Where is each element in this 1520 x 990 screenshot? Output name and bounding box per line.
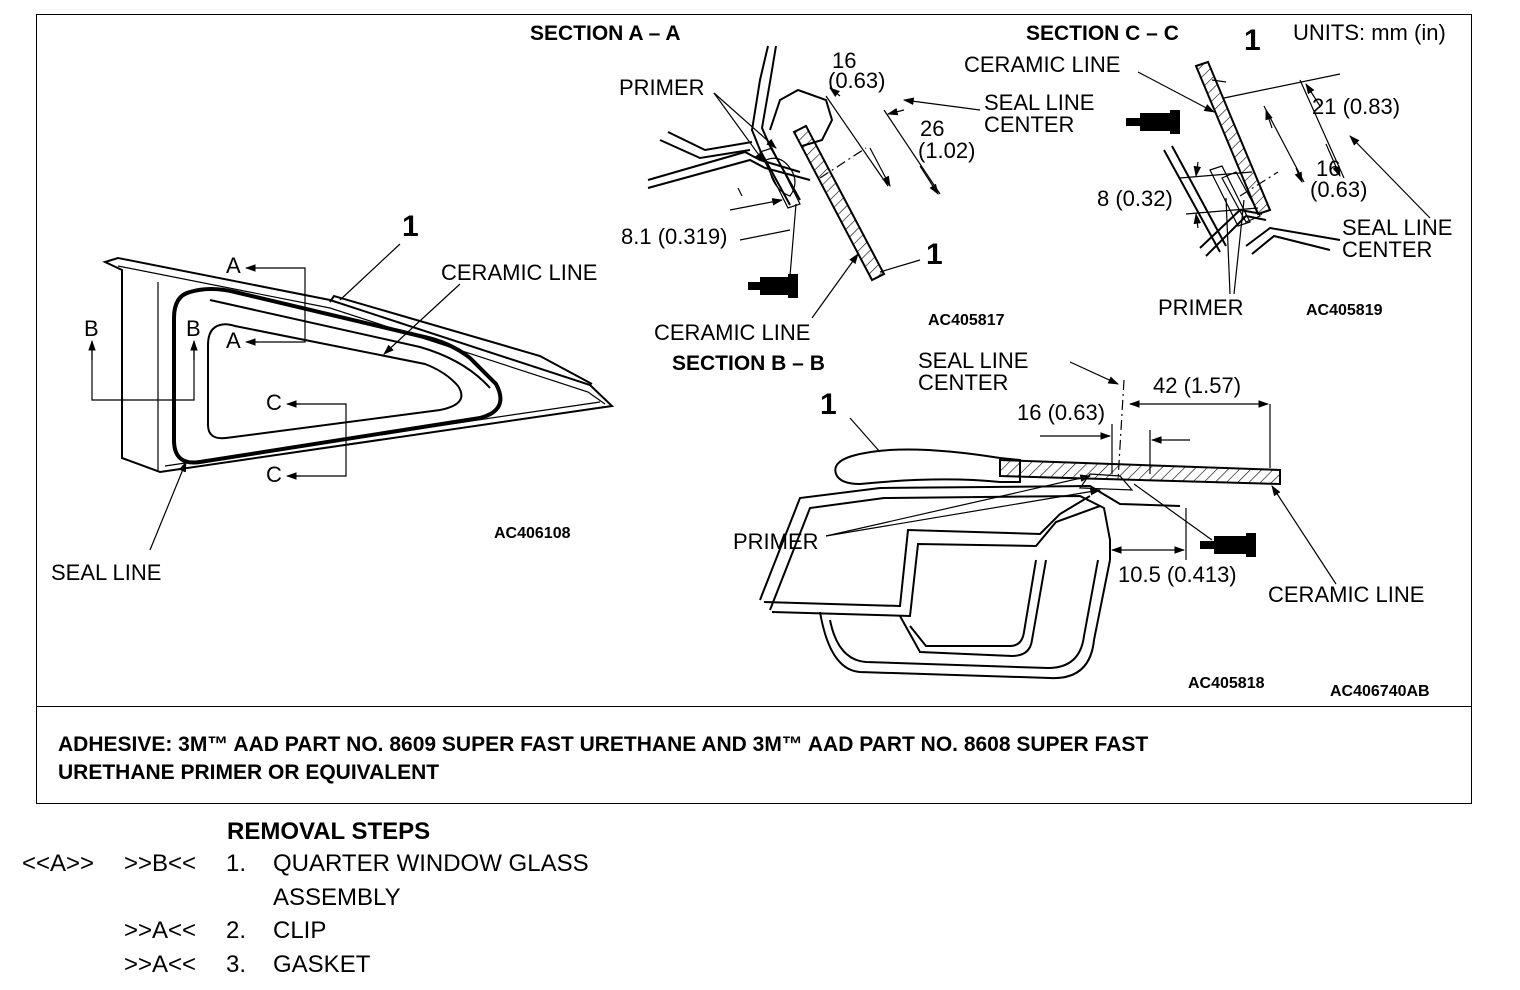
cut-label-c-bottom: C [266, 462, 282, 487]
cut-label-b-left: B [84, 316, 99, 341]
section-bb-part-1: 1 [820, 388, 837, 421]
removal-steps: REMOVAL STEPS <<A>> >>B<< 1. QUARTER WIN… [0, 812, 700, 982]
section-cc-dim-21: 21 (0.83) [1312, 94, 1400, 119]
section-bb-primer-label: PRIMER [733, 529, 819, 554]
removal-step-row: >>A<< 3. GASKET [0, 951, 700, 984]
section-cc-center-label: CENTER [1342, 237, 1432, 262]
section-bb: SECTION B – B SEAL LINE CENTER 42 (1.57)… [672, 348, 1430, 700]
step-text: GASKET [273, 951, 371, 978]
adhesive-note-line-1: ADHESIVE: 3M™ AAD PART NO. 8609 SUPER FA… [58, 733, 1149, 756]
removal-step-row: <<A>> >>B<< 1. QUARTER WINDOW GLASS [0, 850, 700, 883]
adhesive-note: ADHESIVE: 3M™ AAD PART NO. 8609 SUPER FA… [58, 731, 1448, 787]
section-aa-dim-26: 26 [920, 116, 944, 141]
section-cc-primer-label: PRIMER [1158, 295, 1244, 320]
section-cc-glass [1194, 60, 1272, 216]
section-aa-title: SECTION A – A [530, 22, 681, 45]
section-aa: SECTION A – A PRIMER 16 (0.63) 26 (1.02)… [530, 22, 1094, 345]
section-aa-seal-label: SEAL LINE [984, 90, 1094, 115]
section-aa-nozzle-icon [748, 274, 798, 298]
molding-top [329, 294, 593, 385]
step-number: 2. [226, 917, 247, 944]
ceramic-band [209, 299, 491, 389]
step-text: CLIP [273, 917, 327, 944]
section-aa-dim-81: 8.1 (0.319) [621, 224, 727, 249]
figure-code: AC406740AB [1330, 683, 1430, 700]
section-cc-dim-8: 8 (0.32) [1097, 186, 1173, 211]
frame-divider [36, 706, 1472, 707]
seal-line-loop [172, 287, 503, 465]
step-text: QUARTER WINDOW GLASS [273, 850, 589, 877]
removal-steps-title: REMOVAL STEPS [227, 818, 431, 845]
section-bb-title: SECTION B – B [672, 352, 825, 375]
section-bb-seal-label: SEAL LINE [918, 348, 1028, 373]
removal-step-row: ASSEMBLY [0, 884, 700, 917]
figure-frame [36, 14, 1472, 804]
step-text: ASSEMBLY [273, 884, 401, 911]
cut-marker-a [250, 267, 306, 343]
removal-step-row: >>A<< 2. CLIP [0, 917, 700, 950]
section-bb-center-label: CENTER [918, 370, 1008, 395]
step-tag-b: >>A<< [124, 917, 197, 944]
units-label: UNITS: mm (in) [1293, 20, 1446, 45]
section-cc-dim-16: 16 [1316, 156, 1340, 181]
ceramic-inner-opening [207, 323, 463, 440]
section-cc-dim-16-in: (0.63) [1310, 177, 1367, 202]
cut-label-a-top: A [226, 253, 241, 278]
section-cc: SECTION C – C UNITS: mm (in) 21 (0.83) 1… [964, 20, 1452, 320]
section-aa-ceramic-label: CERAMIC LINE [654, 320, 810, 345]
cut-label-a-bottom: A [226, 328, 241, 353]
step-number: 3. [226, 951, 247, 978]
section-bb-dim-16: 16 (0.63) [1017, 400, 1105, 425]
main-part-1-label: 1 [402, 210, 419, 243]
section-aa-center-label: CENTER [984, 112, 1074, 137]
cut-marker-c [292, 403, 347, 477]
step-tag-a: <<A>> [22, 850, 95, 877]
step-number: 1. [226, 850, 247, 877]
section-cc-ceramic-label: CERAMIC LINE [964, 52, 1120, 77]
glass-outline [102, 256, 615, 474]
section-aa-dim-16: 16 [832, 48, 856, 73]
diagram: A A B B C C 1 CERAMIC LINE SEAL LINE AC4… [51, 20, 1452, 700]
section-bb-nozzle-icon [1200, 533, 1256, 557]
section-cc-part-1: 1 [1244, 24, 1261, 57]
main-seal-line-label: SEAL LINE [51, 560, 161, 585]
section-cc-code: AC405819 [1306, 302, 1383, 319]
section-cc-seal-label: SEAL LINE [1342, 215, 1452, 240]
main-view: A A B B C C 1 CERAMIC LINE SEAL LINE AC4… [51, 210, 615, 585]
section-aa-code: AC405817 [928, 312, 1005, 329]
main-view-code: AC406108 [494, 525, 571, 542]
section-bb-glass [999, 458, 1281, 486]
step-tag-b: >>A<< [124, 951, 197, 978]
main-ceramic-line-label: CERAMIC LINE [441, 260, 597, 285]
cut-label-b-right: B [186, 316, 201, 341]
section-bb-dim-105: 10.5 (0.413) [1118, 562, 1237, 587]
cut-marker-b [91, 345, 195, 401]
section-aa-dim-26-in: (1.02) [918, 138, 975, 163]
section-bb-ceramic-label: CERAMIC LINE [1268, 582, 1424, 607]
adhesive-note-line-2: URETHANE PRIMER OR EQUIVALENT [58, 761, 440, 784]
step-tag-b: >>B<< [124, 850, 197, 877]
section-aa-part-1: 1 [926, 238, 943, 271]
cut-label-c-top: C [266, 390, 282, 415]
section-aa-glass [792, 124, 886, 282]
section-bb-dim-42: 42 (1.57) [1153, 373, 1241, 398]
section-cc-title: SECTION C – C [1026, 22, 1179, 45]
section-aa-primer-label: PRIMER [619, 75, 705, 100]
section-cc-nozzle-icon [1126, 110, 1180, 134]
section-aa-dim-16-in: (0.63) [828, 68, 885, 93]
section-bb-code: AC405818 [1188, 675, 1265, 692]
